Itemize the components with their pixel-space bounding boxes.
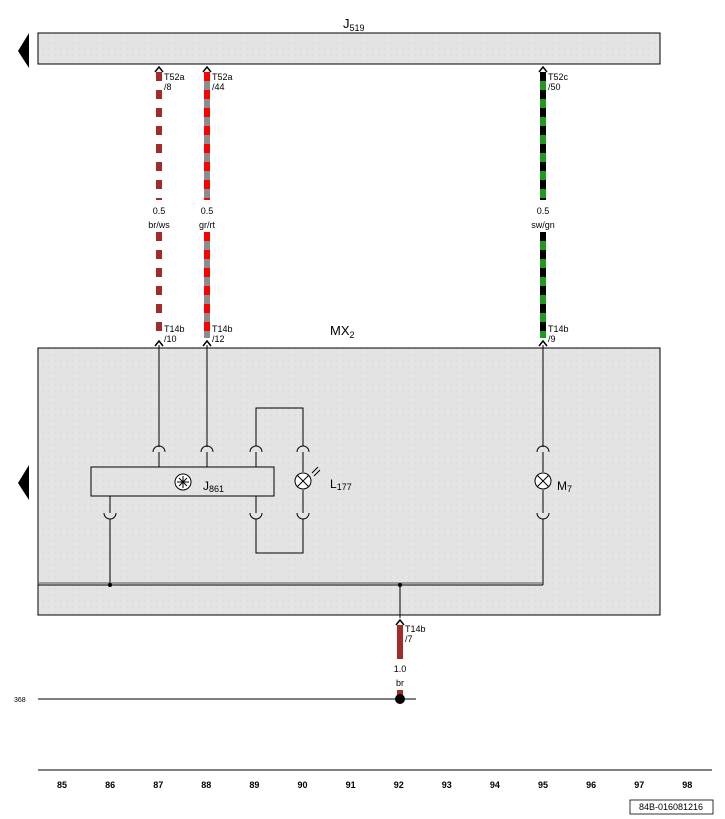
wire-segment-upper [156, 72, 162, 200]
connector-label: T14b [405, 624, 426, 634]
wire-color-label: gr/rt [199, 220, 216, 230]
bottom-unit-mx2: MX2 [18, 323, 661, 616]
column-number: 93 [442, 780, 452, 790]
connector-icon [538, 339, 548, 347]
connector-icon [202, 65, 212, 73]
junction-dot [398, 583, 402, 587]
column-number: 95 [538, 780, 548, 790]
connector-icon [154, 65, 164, 73]
control-unit-label: J861 [203, 479, 224, 494]
column-number: 89 [249, 780, 259, 790]
connector-icon [202, 339, 212, 347]
connector-label: T52c [548, 72, 569, 82]
wire-88-labels: T52a /44 0.5 gr/rt T14b /12 [199, 72, 233, 344]
connector-icon [154, 339, 164, 347]
lamp-l177-label: L177 [330, 477, 352, 492]
connector-label: T52a [212, 72, 233, 82]
wire-segment-upper [540, 72, 546, 200]
pin-label: /7 [405, 634, 413, 644]
lamp-m7-label: M7 [557, 479, 572, 494]
top-unit-label: J519 [343, 16, 365, 33]
reference-line: 368 [14, 694, 416, 704]
pin-label: /50 [548, 82, 561, 92]
ground-junction-dot [395, 694, 405, 704]
column-number: 85 [57, 780, 67, 790]
column-number: 96 [586, 780, 596, 790]
column-number: 90 [297, 780, 307, 790]
pin-label: /12 [212, 334, 225, 344]
connector-icon [538, 65, 548, 73]
column-number: 94 [490, 780, 500, 790]
column-number: 86 [105, 780, 115, 790]
wire-color-label: br [396, 678, 404, 688]
wire-segment-upper [204, 72, 210, 200]
reference-label: 368 [14, 697, 26, 704]
light-ray-icon [311, 466, 319, 474]
connector-icon [395, 618, 405, 626]
column-number: 87 [153, 780, 163, 790]
wire-size-label: 1.0 [394, 664, 407, 674]
wire-segment-lower [204, 232, 210, 338]
ground-wire-labels: T14b /7 1.0 br [394, 624, 426, 688]
doc-code-box: 84B-016081216 [629, 799, 714, 815]
wire-87-labels: T52a /8 0.5 br/ws T14b /10 [148, 72, 184, 344]
wire-segment-lower [540, 232, 546, 338]
continuation-arrow-icon [18, 33, 29, 68]
junction-dot [108, 583, 112, 587]
column-numbers: 85 86 87 88 89 90 91 92 93 94 95 96 97 98 [57, 780, 692, 790]
internal-circuit [38, 345, 550, 618]
pin-label: /10 [164, 334, 177, 344]
wire-segment-lower [156, 232, 162, 338]
wire-size-label: 0.5 [201, 206, 214, 216]
column-number: 91 [346, 780, 356, 790]
wire-color-label: br/ws [148, 220, 170, 230]
control-unit-j861-box [90, 466, 275, 497]
wire-color-label: sw/gn [531, 220, 555, 230]
ground-wire-stub [397, 690, 403, 696]
wire-size-label: 0.5 [153, 206, 166, 216]
connector-label: T14b [548, 324, 569, 334]
bottom-unit-label: MX2 [330, 323, 355, 340]
wire-95-labels: T52c /50 0.5 sw/gn T14b /9 [531, 72, 568, 344]
column-number: 98 [682, 780, 692, 790]
connector-label: T14b [164, 324, 185, 334]
lamp-m7: M7 [534, 472, 572, 494]
control-unit-j861: J861 [174, 473, 224, 494]
column-number: 97 [634, 780, 644, 790]
pin-label: /9 [548, 334, 556, 344]
top-unit-j519: J519 [18, 16, 661, 68]
continuation-arrow-icon [18, 465, 29, 500]
doc-code: 84B-016081216 [639, 802, 703, 812]
column-number: 92 [394, 780, 404, 790]
pin-label: /44 [212, 82, 225, 92]
pin-label: /8 [164, 82, 172, 92]
lamp-l177: L177 [294, 466, 352, 492]
connector-label: T14b [212, 324, 233, 334]
column-number: 88 [201, 780, 211, 790]
connector-label: T52a [164, 72, 185, 82]
ground-wire-segment [397, 625, 403, 659]
wire-size-label: 0.5 [537, 206, 550, 216]
